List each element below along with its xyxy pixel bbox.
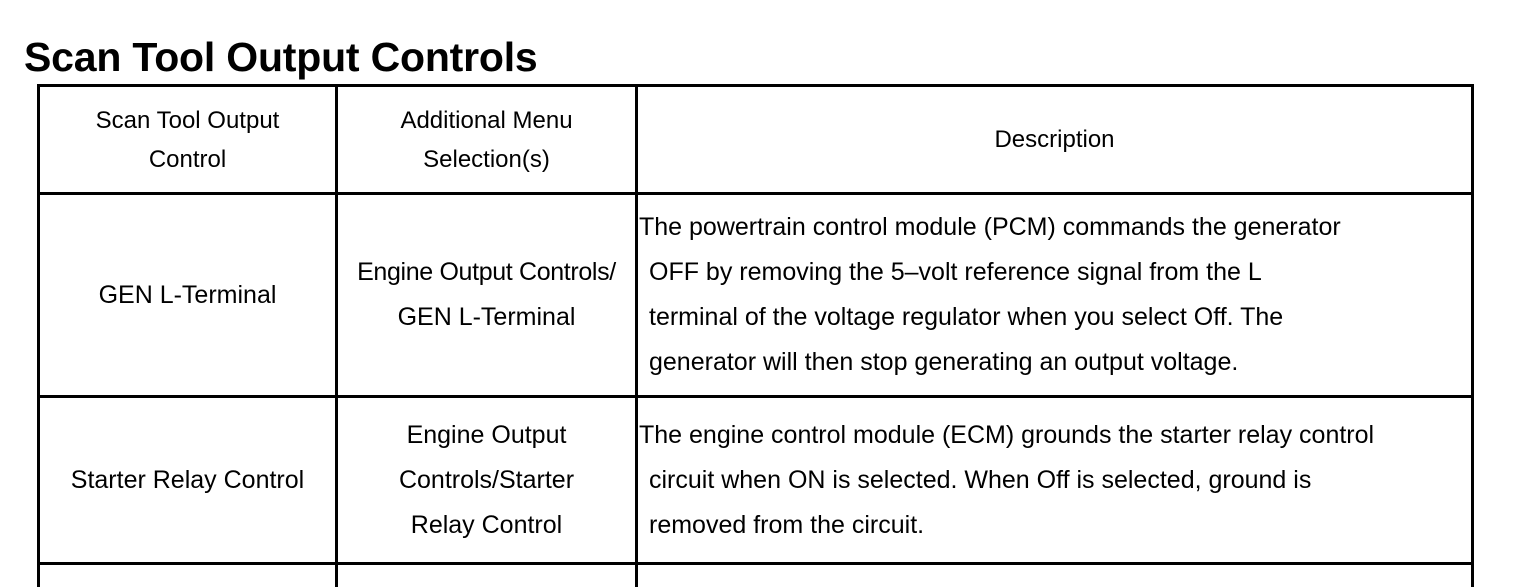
column-header-additional-menu-selections: Additional Menu Selection(s) <box>337 86 637 194</box>
column-header-line-2: Selection(s) <box>338 140 635 179</box>
cell-description <box>637 564 1473 587</box>
menu-line: GEN L-Terminal <box>338 295 635 340</box>
cell-menu-selection <box>337 564 637 587</box>
description-line: The engine control module (ECM) grounds … <box>638 413 1471 458</box>
scan-tool-output-controls-table: Scan Tool Output Control Additional Menu… <box>37 84 1474 587</box>
column-header-scan-tool-output-control: Scan Tool Output Control <box>39 86 337 194</box>
page-title: Scan Tool Output Controls <box>24 31 538 83</box>
table-row-partial <box>39 564 1473 587</box>
column-header-line-1: Scan Tool Output <box>40 101 335 140</box>
menu-line: Controls/Starter <box>338 458 635 503</box>
description-line: generator will then stop generating an o… <box>638 340 1471 385</box>
cell-menu-selection: Engine Output Controls/Starter Relay Con… <box>337 397 637 564</box>
description-line: terminal of the voltage regulator when y… <box>638 295 1471 340</box>
menu-line: Relay Control <box>338 503 635 548</box>
column-header-line-1: Additional Menu <box>338 101 635 140</box>
description-line: removed from the circuit. <box>638 503 1471 548</box>
menu-line: Engine Output Controls/ <box>338 250 635 295</box>
cell-control-name: Starter Relay Control <box>39 397 337 564</box>
description-line: circuit when ON is selected. When Off is… <box>638 458 1471 503</box>
cell-description: The engine control module (ECM) grounds … <box>637 397 1473 564</box>
cell-menu-selection: Engine Output Controls/ GEN L-Terminal <box>337 194 637 397</box>
cell-control-name <box>39 564 337 587</box>
table-row: Starter Relay Control Engine Output Cont… <box>39 397 1473 564</box>
table-row: GEN L-Terminal Engine Output Controls/ G… <box>39 194 1473 397</box>
column-header-line-2: Control <box>40 140 335 179</box>
description-line: The powertrain control module (PCM) comm… <box>638 205 1471 250</box>
description-line: OFF by removing the 5–volt reference sig… <box>638 250 1471 295</box>
cell-description: The powertrain control module (PCM) comm… <box>637 194 1473 397</box>
menu-line: Engine Output <box>338 413 635 458</box>
table-header-row: Scan Tool Output Control Additional Menu… <box>39 86 1473 194</box>
column-header-description: Description <box>637 86 1473 194</box>
cell-control-name: GEN L-Terminal <box>39 194 337 397</box>
